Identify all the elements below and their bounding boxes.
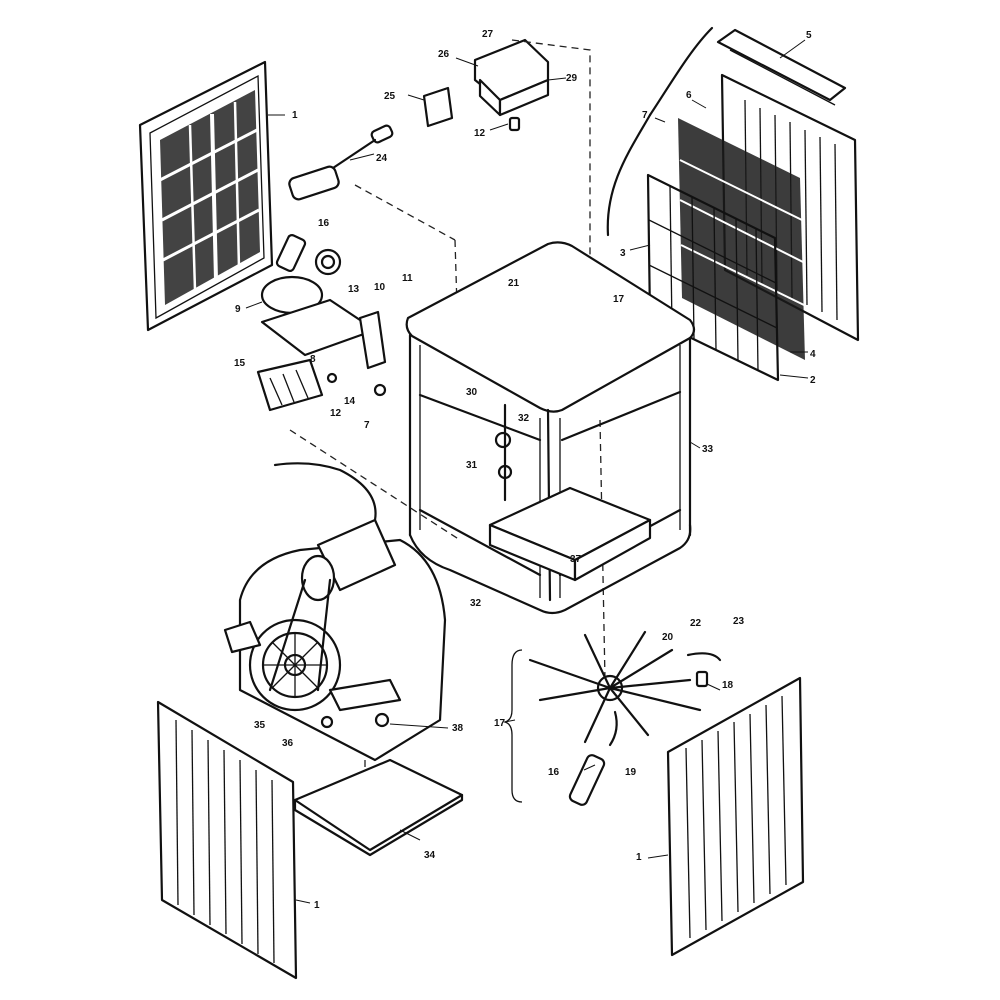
callout-6: 6 xyxy=(686,90,692,101)
callout-22: 22 xyxy=(690,618,702,629)
assembly-guide-lines xyxy=(289,39,606,800)
callout-1-upper-left: 1 xyxy=(292,110,298,121)
blower-motor-assembly xyxy=(223,462,447,762)
cooling-pad-upper-right xyxy=(678,118,805,360)
callout-19: 19 xyxy=(625,767,637,778)
callout-25: 25 xyxy=(384,91,396,102)
callout-35: 35 xyxy=(254,720,266,731)
callout-23: 23 xyxy=(733,616,745,627)
pump-assembly xyxy=(256,234,387,412)
callout-31: 31 xyxy=(466,460,478,471)
callout-12-left: 12 xyxy=(330,408,342,419)
callout-24: 24 xyxy=(376,153,388,164)
motor-mount-plate xyxy=(293,758,464,857)
callout-36: 36 xyxy=(282,738,294,749)
callout-labels: 1 5 6 7 3 17 4 2 25 26 27 29 12 24 16 21… xyxy=(234,29,816,911)
callout-32-lower: 32 xyxy=(470,598,482,609)
cabinet-frame xyxy=(405,241,696,615)
callout-32-upper: 32 xyxy=(518,413,530,424)
water-trough-top xyxy=(716,28,847,106)
callout-27: 27 xyxy=(482,29,494,40)
callout-37: 37 xyxy=(570,554,582,565)
callout-29: 29 xyxy=(566,73,578,84)
callout-7-left: 7 xyxy=(364,420,370,431)
callout-13: 13 xyxy=(348,284,360,295)
distribution-tube xyxy=(606,113,652,237)
side-panel-lower-right xyxy=(666,676,805,957)
callout-21: 21 xyxy=(508,278,520,289)
callout-20: 20 xyxy=(662,632,674,643)
callout-9: 9 xyxy=(235,304,241,315)
callout-1-lower-left: 1 xyxy=(314,900,320,911)
cooling-pad-upper-left xyxy=(159,90,260,305)
callout-5: 5 xyxy=(806,30,812,41)
callout-15: 15 xyxy=(234,358,246,369)
callout-18: 18 xyxy=(722,680,734,691)
float-switch-parts xyxy=(288,38,550,201)
callout-14: 14 xyxy=(344,396,356,407)
callout-11: 11 xyxy=(402,273,413,284)
callout-16-lower: 16 xyxy=(548,767,560,778)
callout-30: 30 xyxy=(466,387,478,398)
callout-34: 34 xyxy=(424,850,436,861)
side-panel-lower-left xyxy=(156,700,298,980)
callout-4: 4 xyxy=(810,349,816,360)
pad-retainer-grid xyxy=(646,173,780,382)
side-panel-upper-left xyxy=(138,60,285,332)
callout-2: 2 xyxy=(810,375,816,386)
callout-33: 33 xyxy=(702,444,714,455)
callout-38: 38 xyxy=(452,723,464,734)
callout-8: 8 xyxy=(310,354,316,365)
callout-3: 3 xyxy=(620,248,626,259)
callout-7-upper-right: 7 xyxy=(642,110,648,121)
callout-17: 17 xyxy=(494,718,506,729)
callout-26: 26 xyxy=(438,49,450,60)
callout-leaders xyxy=(245,39,809,904)
callout-16-upper: 16 xyxy=(318,218,330,229)
callout-12-top: 12 xyxy=(474,128,486,139)
callout-1-lower-right: 1 xyxy=(636,852,642,863)
callout-17-upper: 17 xyxy=(613,294,625,305)
side-panel-upper-right xyxy=(606,26,860,382)
callout-10: 10 xyxy=(374,282,386,293)
